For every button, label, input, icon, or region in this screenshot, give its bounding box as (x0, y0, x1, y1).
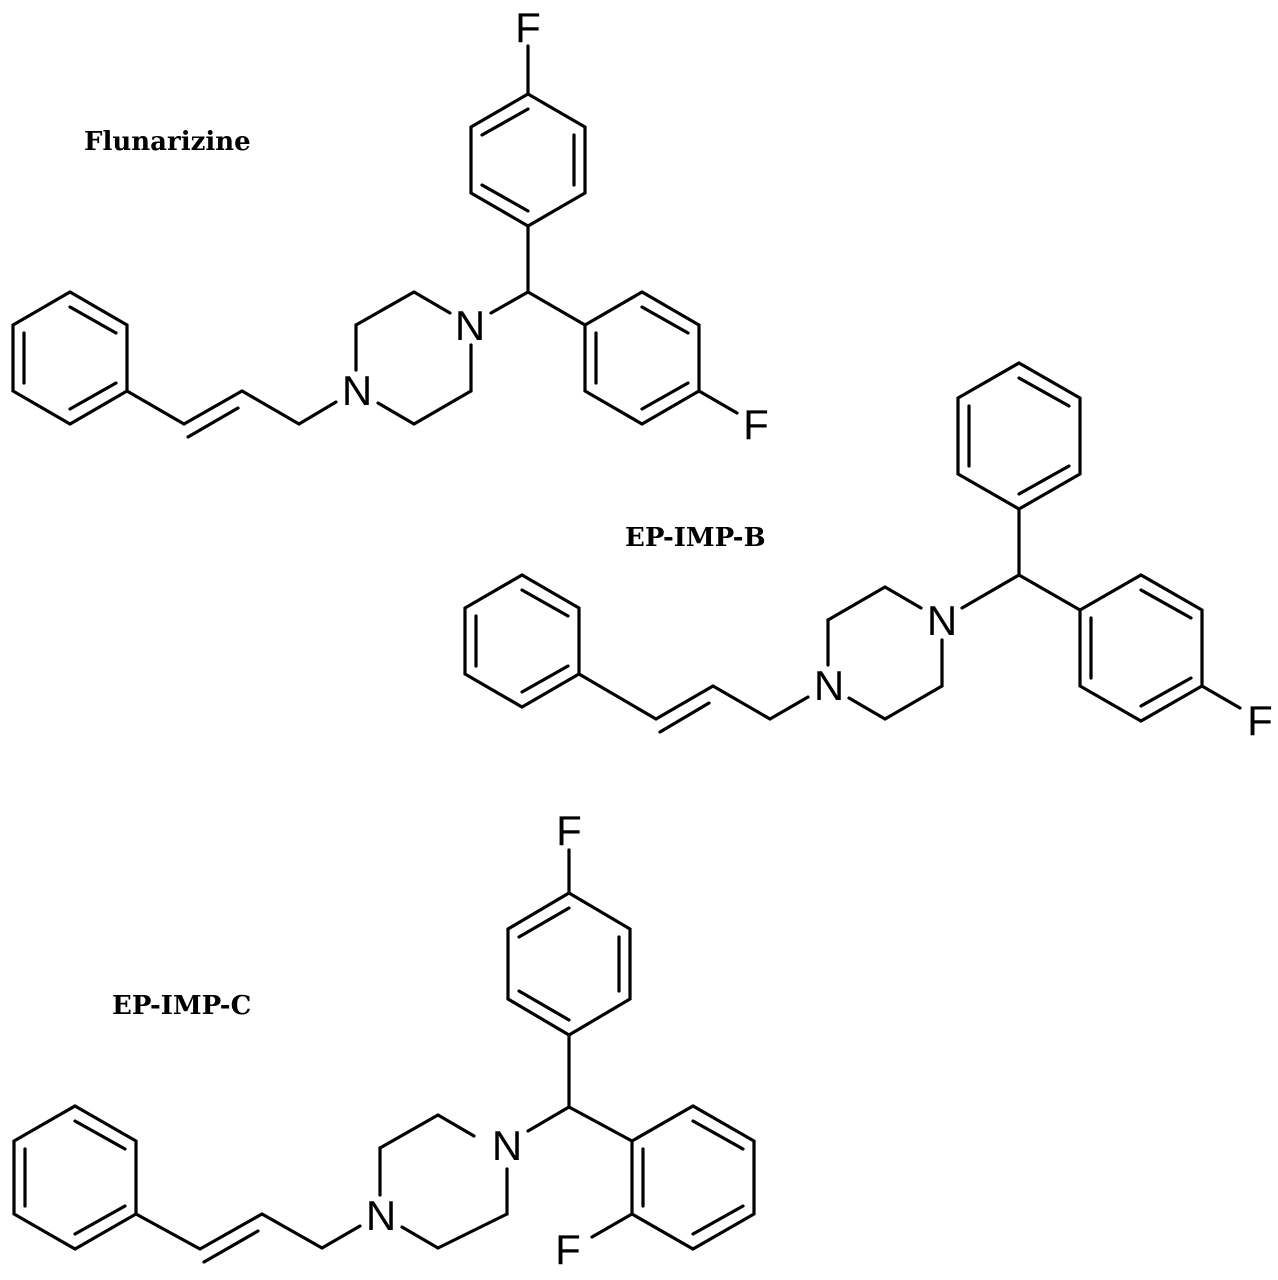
fluorine-atom: F (555, 1226, 581, 1273)
nitrogen-atom: N (366, 1192, 396, 1239)
fluorophenyl-ring-top (469, 44, 587, 228)
nitrogen-atom: N (455, 302, 485, 349)
benzhydryl-bonds (526, 1033, 634, 1143)
phenyl-ring-top (956, 361, 1082, 511)
propenyl-chain (125, 389, 338, 439)
benzhydryl-bonds (489, 224, 587, 327)
phenyl-ring (12, 1104, 138, 1251)
propenyl-chain (577, 672, 810, 734)
phenyl-ring (11, 290, 129, 426)
piperazine-ring (826, 585, 944, 721)
molecule-label-flunarizine: Flunarizine (84, 127, 251, 157)
fluorophenyl-ring-top (506, 848, 632, 1037)
nitrogen-atom: N (342, 367, 372, 414)
fluorine-atom: F (515, 4, 541, 51)
phenyl-ring (463, 573, 581, 709)
fluorophenyl-ring-ortho (590, 1104, 756, 1251)
fluorine-atom: F (743, 401, 769, 448)
nitrogen-atom: N (492, 1122, 522, 1169)
piperazine-ring (354, 290, 473, 426)
fluorophenyl-ring-right (583, 290, 739, 426)
molecule-label-ep-imp-b: EP-IMP-B (625, 523, 766, 553)
piperazine-ring (378, 1113, 509, 1250)
fluorine-atom: F (556, 807, 582, 854)
molecule-ep-imp-c: EP-IMP-C N N (12, 807, 756, 1273)
molecule-flunarizine: Flunarizine N N (11, 4, 769, 448)
benzhydryl-bonds (960, 507, 1082, 612)
propenyl-chain (134, 1212, 362, 1264)
fluorine-atom: F (1247, 697, 1273, 744)
molecule-label-ep-imp-c: EP-IMP-C (112, 991, 251, 1021)
fluorophenyl-ring-right (1078, 573, 1242, 723)
molecule-ep-imp-b: EP-IMP-B N N (463, 361, 1273, 744)
nitrogen-atom: N (814, 662, 844, 709)
nitrogen-atom: N (927, 597, 957, 644)
